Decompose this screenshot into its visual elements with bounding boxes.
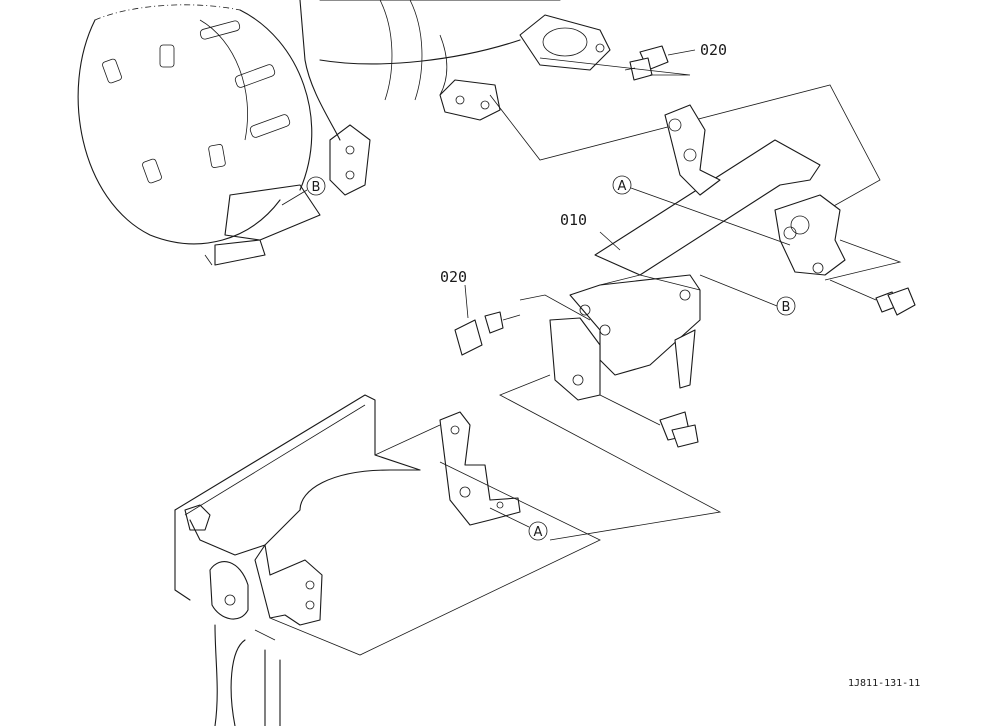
bracket-010 bbox=[549, 104, 846, 401]
callout-a-upper: A bbox=[612, 175, 791, 246]
part-label-010: 010 bbox=[560, 211, 587, 229]
svg-text:B: B bbox=[782, 300, 791, 315]
svg-text:A: A bbox=[534, 525, 543, 540]
phantom-outline-lower bbox=[269, 461, 601, 656]
bolt-left bbox=[454, 284, 521, 356]
svg-text:A: A bbox=[618, 179, 627, 194]
bolt-right bbox=[829, 279, 916, 316]
callout-b-right: B bbox=[699, 274, 796, 316]
phantom-outline-upper bbox=[489, 84, 881, 226]
part-label-020-left: 020 bbox=[440, 268, 467, 286]
drawing-reference-number: 1J811-131-11 bbox=[848, 678, 920, 689]
lower-frame bbox=[174, 394, 521, 726]
muffler-assembly bbox=[77, 0, 611, 266]
bolt-lower bbox=[599, 394, 699, 448]
bolt-upper bbox=[624, 45, 696, 81]
svg-text:B: B bbox=[312, 180, 321, 195]
callout-a-lower: A bbox=[489, 507, 548, 541]
callout-b-left: B bbox=[281, 176, 326, 206]
phantom-outline-middle bbox=[499, 374, 722, 541]
part-label-020-upper: 020 bbox=[700, 41, 727, 59]
